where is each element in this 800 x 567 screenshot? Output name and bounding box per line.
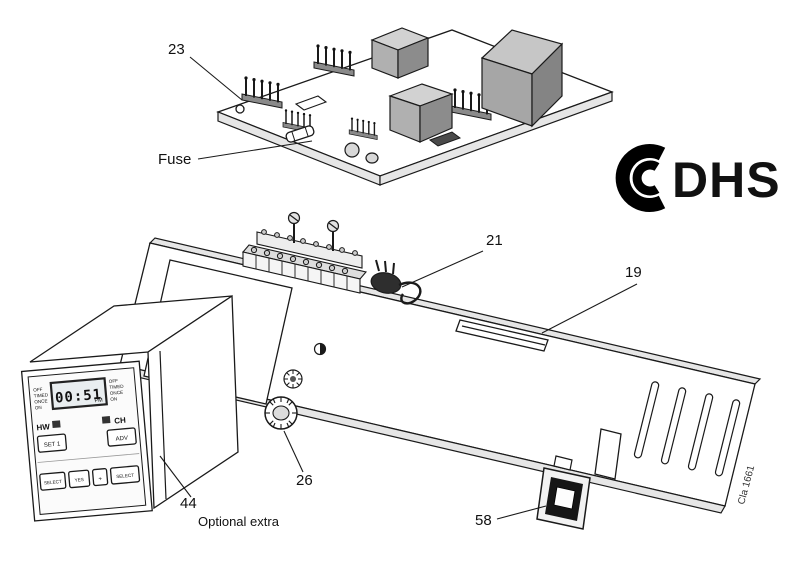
plus-button[interactable] [91, 468, 109, 487]
capacitor-icon [344, 142, 360, 158]
timer-time-text: 00:51 [54, 387, 102, 407]
callout-26: 26 [283, 430, 313, 489]
terminal-screw-icon [326, 219, 340, 251]
adv-button-label: ADV [115, 436, 128, 443]
leader-line-58 [496, 505, 547, 520]
legend-label: ON [110, 396, 117, 402]
yes-button-label: YES [74, 477, 84, 483]
label-44: 44 [180, 495, 197, 512]
label-fuse: Fuse [158, 151, 191, 168]
panel-code-text: Cla 1661 [736, 464, 757, 506]
pcb-component-box-a [370, 27, 430, 79]
set-button[interactable] [36, 433, 68, 453]
thermostat-knob[interactable] [264, 396, 298, 430]
pcb-small-component [294, 95, 328, 111]
legend-label: TIMED [34, 392, 49, 398]
panel-switch-cutout [594, 428, 622, 480]
leader-line-21 [401, 250, 484, 288]
label-26: 26 [296, 472, 313, 489]
leader-line-44 [159, 455, 192, 498]
legend-label: TIMED [109, 384, 124, 390]
label-optional-extra: Optional extra [198, 514, 280, 529]
legend-label: OFF [33, 387, 43, 393]
leader-line-26 [283, 430, 304, 473]
legend-label: OFF [109, 378, 119, 384]
dhs-logo-text: DHS [672, 152, 781, 208]
callout-44: 44 Optional extra [159, 455, 280, 529]
legend-label: ON [35, 405, 42, 411]
legend-label: ONCE [34, 398, 48, 404]
plus-button-label: + [98, 476, 103, 482]
dhs-logo-mark-icon [632, 160, 660, 196]
knob-boss-icon [283, 369, 303, 389]
timer-ampm-text: PM [94, 398, 103, 405]
pcb-small-component [428, 131, 462, 147]
dhs-logo: DHS [615, 144, 781, 212]
select-left-label: SELECT [44, 479, 62, 486]
label-23: 23 [168, 41, 185, 58]
legend-label: ONCE [110, 390, 124, 396]
pcb-mounting-hole [235, 104, 245, 114]
label-58: 58 [475, 512, 492, 529]
callout-19: 19 [541, 264, 642, 334]
timer-unit: OFF TIMED ONCE ON 00:51 PM OFF TIMED ONC… [20, 294, 239, 522]
pin-header-icon [313, 43, 355, 77]
timer-legend-right: OFF TIMED ONCE ON [109, 378, 125, 402]
ch-indicator [101, 415, 111, 424]
vent-slot [687, 393, 714, 471]
callout-23: 23 [168, 41, 243, 101]
leader-line-23 [189, 56, 243, 101]
capacitor-icon [365, 152, 379, 164]
timer-display: 00:51 PM [49, 377, 108, 411]
pcb-component-box-b [480, 29, 564, 128]
vent-slot [714, 399, 741, 477]
wiring-connector [370, 259, 422, 305]
vent-slots [633, 381, 741, 477]
leader-line-19 [541, 283, 638, 334]
pcb-component-box-c [388, 83, 454, 143]
adv-button[interactable] [106, 427, 137, 447]
label-19: 19 [625, 264, 642, 281]
vent-slot [660, 387, 687, 465]
terminal-block [241, 229, 368, 294]
fuse-component [285, 125, 315, 143]
select-right-button[interactable] [109, 465, 141, 485]
label-21: 21 [486, 232, 503, 249]
hw-label: HW [36, 422, 51, 432]
hw-indicator [52, 420, 61, 429]
timer-body-side [147, 294, 239, 510]
select-left-button[interactable] [39, 471, 67, 491]
timer-legend-left: OFF TIMED ONCE ON [33, 387, 49, 411]
ch-label: CH [114, 416, 127, 426]
yes-button[interactable] [68, 469, 91, 489]
callout-fuse: Fuse [158, 140, 313, 168]
terminal-screw-icon [287, 211, 301, 243]
callout-21: 21 [401, 232, 503, 288]
vent-slot [633, 381, 660, 459]
pcb-assembly [216, 27, 614, 186]
select-right-label: SELECT [116, 473, 134, 480]
set-button-label: SET 1 [44, 441, 62, 448]
callout-58: 58 [475, 505, 547, 529]
indicator-hole [313, 342, 327, 356]
timer-front-face: OFF TIMED ONCE ON 00:51 PM OFF TIMED ONC… [20, 360, 153, 522]
rocker-switch[interactable] [536, 455, 591, 530]
leader-line-fuse [197, 140, 313, 160]
dhs-logo-mark-icon [615, 144, 666, 212]
